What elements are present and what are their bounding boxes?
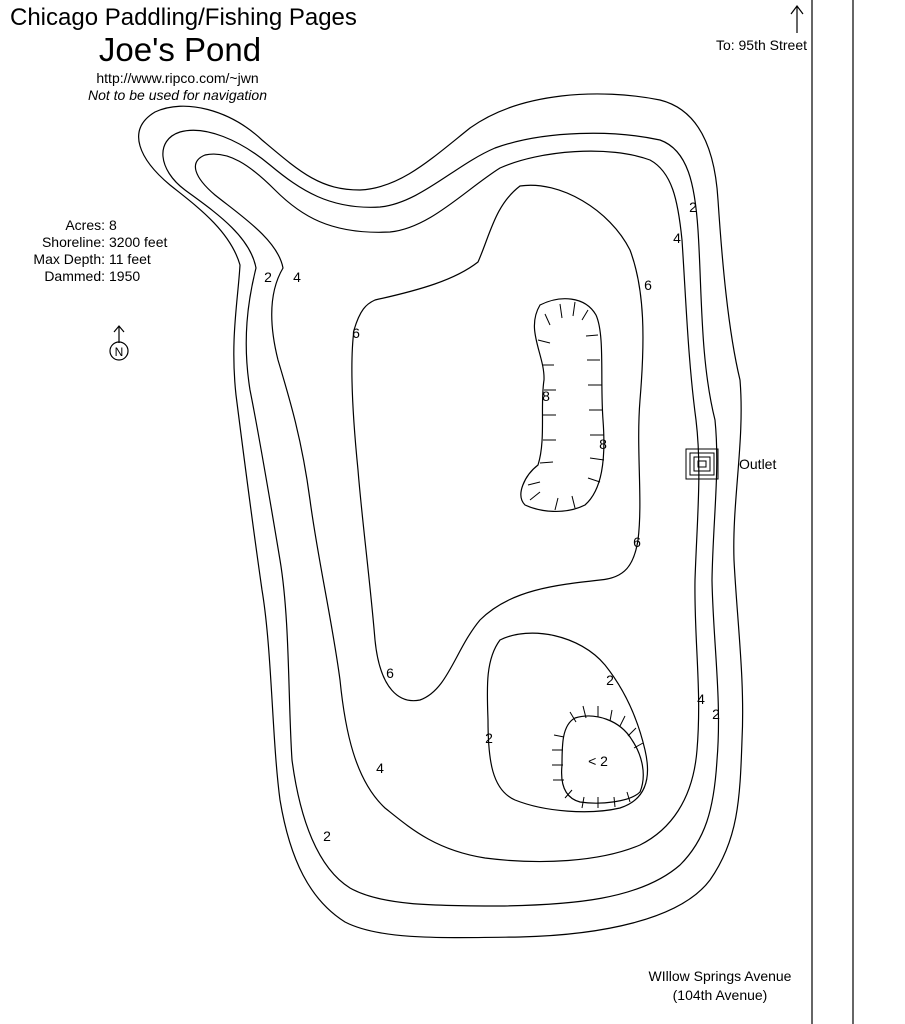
- contour-2ft-shoal: [486, 632, 649, 813]
- map-title: Joe's Pond: [98, 31, 262, 68]
- north-label: N: [115, 345, 124, 359]
- depth-label-6: 6: [386, 665, 394, 681]
- contour-4ft: [194, 150, 700, 863]
- site-url[interactable]: http://www.ripco.com/~jwn: [96, 70, 259, 86]
- road-label-north: To: 95th Street: [715, 37, 807, 53]
- contour-2ft: [162, 129, 720, 907]
- depth-label-2: 2: [712, 706, 720, 722]
- stat-acres: Acres:8: [65, 217, 117, 233]
- depth-label-2: 2: [689, 199, 697, 215]
- depth-label-8: 8: [599, 436, 607, 452]
- outlet-structure-icon: [685, 448, 719, 480]
- depth-label-6: 6: [352, 325, 360, 341]
- contour-8ft: [520, 298, 605, 513]
- depth-label-6: 6: [644, 277, 652, 293]
- arrow-up-icon: [790, 5, 804, 33]
- stat-shoreline: Shoreline:3200 feet: [41, 234, 168, 250]
- depth-label-2: 2: [264, 269, 272, 285]
- depth-label-6: 6: [633, 534, 641, 550]
- shoal-contour: [560, 715, 644, 804]
- road-label-south-alt: (104th Avenue): [672, 987, 768, 1003]
- north-arrow-icon: N: [109, 325, 129, 361]
- shoal-hachures: [552, 705, 644, 809]
- outlet-label: Outlet: [739, 456, 777, 472]
- site-title: Chicago Paddling/Fishing Pages: [10, 4, 357, 31]
- depth-label-2: 2: [606, 672, 614, 688]
- navigation-disclaimer: Not to be used for navigation: [87, 87, 267, 103]
- depth-label-shoal: < 2: [588, 753, 608, 769]
- stat-dammed: Dammed:1950: [44, 268, 141, 284]
- pond-stats: Acres:8 Shoreline:3200 feet Max Depth:11…: [20, 217, 180, 285]
- depth-label-2: 2: [323, 828, 331, 844]
- contour-6ft: [351, 184, 644, 702]
- depth-label-4: 4: [376, 760, 384, 776]
- depth-label-2: 2: [485, 730, 493, 746]
- depth-label-4: 4: [673, 230, 681, 246]
- deep-basin-hachures: [527, 301, 605, 511]
- depth-label-4: 4: [697, 691, 705, 707]
- depth-label-4: 4: [293, 269, 301, 285]
- depth-label-8: 8: [542, 388, 550, 404]
- road-label-south: WIllow Springs Avenue: [648, 968, 792, 984]
- stat-max-depth: Max Depth:11 feet: [33, 251, 151, 267]
- shoreline: [138, 93, 744, 939]
